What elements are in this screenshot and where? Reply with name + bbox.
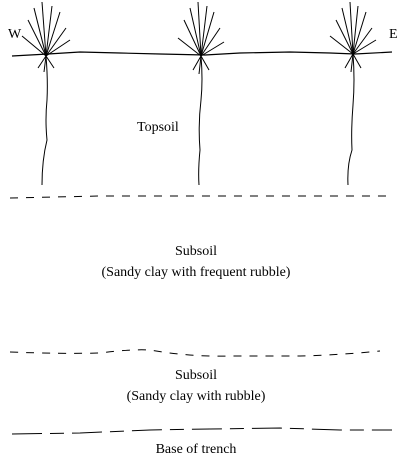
- upper-subsoil-name: Subsoil: [174, 244, 218, 259]
- compass-east-label: E: [389, 27, 398, 42]
- subsoil-boundary-line: [9, 349, 381, 357]
- compass-west-label: W: [8, 27, 22, 42]
- topsoil-label: Topsoil: [137, 120, 179, 135]
- base-of-trench-label: Base of trench: [155, 442, 237, 457]
- upper-subsoil-description: (Sandy clay with frequent rubble): [101, 265, 291, 280]
- lower-subsoil-description: (Sandy clay with rubble): [126, 389, 266, 404]
- plant-middle: [177, 1, 225, 186]
- topsoil-boundary-line: [9, 195, 392, 199]
- plant-west: [21, 1, 71, 186]
- ground-surface-line: [11, 51, 393, 57]
- trench-base-line: [11, 427, 392, 435]
- lower-subsoil-name: Subsoil: [174, 368, 218, 383]
- plant-east: [329, 1, 377, 186]
